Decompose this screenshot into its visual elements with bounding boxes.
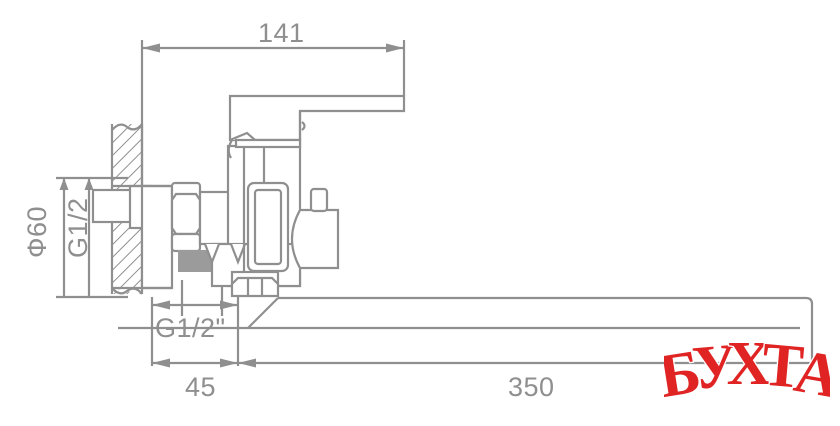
lever-pivot-dot bbox=[301, 121, 306, 131]
body-internal-seat-2 bbox=[229, 243, 247, 266]
dimension-label-g12-outlet: G1/2" bbox=[155, 313, 226, 343]
arrow-350-left bbox=[238, 358, 256, 368]
dimension-label-350: 350 bbox=[508, 372, 555, 402]
lever-handle bbox=[227, 94, 406, 159]
dimension-label-45: 45 bbox=[185, 372, 217, 402]
lever-arm bbox=[228, 94, 406, 142]
wall-break-top bbox=[111, 123, 143, 131]
arrow-45-left bbox=[152, 358, 170, 368]
wall-break-bottom bbox=[111, 287, 143, 295]
dimension-arrowheads bbox=[59, 43, 404, 368]
dimension-label-141: 141 bbox=[258, 18, 305, 48]
hex-nut-middle bbox=[170, 192, 202, 236]
spout-top-edge bbox=[278, 296, 814, 335]
cartridge-housing bbox=[246, 181, 290, 273]
arrow-45-right bbox=[220, 358, 238, 368]
logo-letters: Б У Х Т А bbox=[664, 329, 830, 408]
body-internal-seat bbox=[203, 243, 221, 266]
arrow-g12-bottom-right bbox=[220, 300, 238, 310]
arrow-141-left bbox=[142, 43, 160, 53]
spout-transition bbox=[247, 297, 279, 329]
inlet-hex-nut bbox=[170, 181, 202, 253]
escutcheon-body bbox=[140, 184, 174, 290]
outlet-nut-body bbox=[230, 276, 280, 298]
logo-letter-u: У bbox=[690, 331, 741, 403]
cartridge-inner bbox=[253, 188, 283, 266]
dimension-label-g12-inlet: G1/2 bbox=[63, 197, 93, 258]
logo-letter-t: Т bbox=[759, 330, 806, 401]
diverter-knob bbox=[290, 187, 340, 270]
dimension-label-phi60: Ф60 bbox=[22, 205, 52, 258]
logo-letter-h: Х bbox=[727, 330, 772, 398]
hex-nut-bottom-face bbox=[170, 232, 202, 253]
buhta-logo: Б У Х Т А bbox=[664, 329, 830, 408]
diverter-body bbox=[290, 208, 340, 270]
diverter-stem bbox=[309, 187, 329, 213]
handle-base-plate bbox=[234, 138, 302, 149]
arrow-g12-bottom-left bbox=[152, 300, 170, 310]
swivel-spout bbox=[118, 296, 814, 335]
outlet-hex-nut bbox=[230, 270, 280, 298]
lever-hub bbox=[227, 139, 233, 159]
arrow-phi60-top bbox=[59, 178, 69, 190]
arrow-141-right bbox=[386, 43, 404, 53]
wall-escutcheon-flange bbox=[112, 184, 174, 290]
arrow-g12-left-top bbox=[84, 178, 94, 190]
